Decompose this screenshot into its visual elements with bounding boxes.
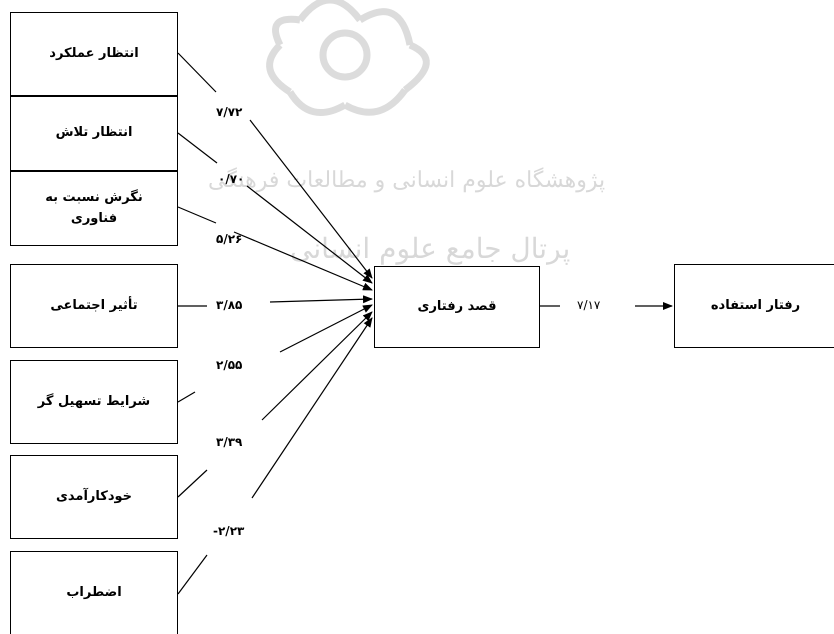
construct-label: خودکارآمدی (55, 488, 133, 504)
path-arrow-4 (269, 295, 373, 304)
construct-behavioral-intention: قصد رفتاری (374, 266, 540, 348)
construct-label: تأثیر اجتماعی (50, 297, 138, 313)
path-arrow-3 (233, 231, 373, 291)
construct-label: رفتار استفاده (710, 297, 801, 313)
path-line-1a (177, 52, 217, 93)
construct-facilitating-conditions: شرایط تسهیل گر (10, 360, 178, 444)
path-line-2a (177, 132, 218, 164)
construct-self-efficacy: خودکارآمدی (10, 455, 178, 539)
coefficient-performance-expectancy: ۷/۷۲ (216, 105, 243, 119)
construct-label: شرایط تسهیل گر (37, 393, 151, 409)
coefficient-attitude-toward-technology: ۵/۲۶ (216, 232, 243, 246)
path-arrow-7 (251, 317, 373, 499)
coefficient-social-influence: ۳/۸۵ (216, 298, 243, 312)
path-line-7a (177, 554, 208, 595)
path-line-3a (177, 206, 217, 224)
construct-use-behavior: رفتار استفاده (674, 264, 834, 348)
coefficient-anxiety: -۲/۲۳ (213, 524, 245, 538)
construct-attitude-toward-technology: نگرش نسبت به فناوری (10, 171, 178, 246)
path-line-6a (177, 469, 208, 498)
construct-label: قصد رفتاری (417, 298, 497, 314)
construct-performance-expectancy: انتظار عملکرد (10, 12, 178, 96)
construct-label: انتظار تلاش (55, 125, 133, 141)
coefficient-facilitating-conditions: ۲/۵۵ (216, 358, 243, 372)
watermark-text-2: پرتال جامع علوم انسانی (290, 232, 571, 265)
coefficient-self-efficacy: ۳/۳۹ (216, 435, 243, 449)
coefficient-behavioral-intention-to-use: ۷/۱۷ (577, 298, 601, 312)
path-arrow-6 (261, 311, 373, 421)
path-line-5a (177, 391, 196, 403)
construct-effort-expectancy: انتظار تلاش (10, 96, 178, 171)
construct-anxiety: اضطراب (10, 551, 178, 634)
construct-social-influence: تأثیر اجتماعی (10, 264, 178, 348)
path-arrow-1 (249, 119, 373, 279)
construct-label: انتظار عملکرد (49, 45, 139, 61)
path-arrow-5 (279, 304, 373, 353)
construct-label: اضطراب (66, 584, 122, 600)
path-arrow-2 (246, 185, 373, 284)
watermark-text-1: پژوهشگاه علوم انسانی و مطالعات فرهنگی (208, 168, 606, 193)
coefficient-effort-expectancy: ۰/۷۰ (218, 172, 245, 186)
construct-label: نگرش نسبت به فناوری (45, 189, 143, 226)
